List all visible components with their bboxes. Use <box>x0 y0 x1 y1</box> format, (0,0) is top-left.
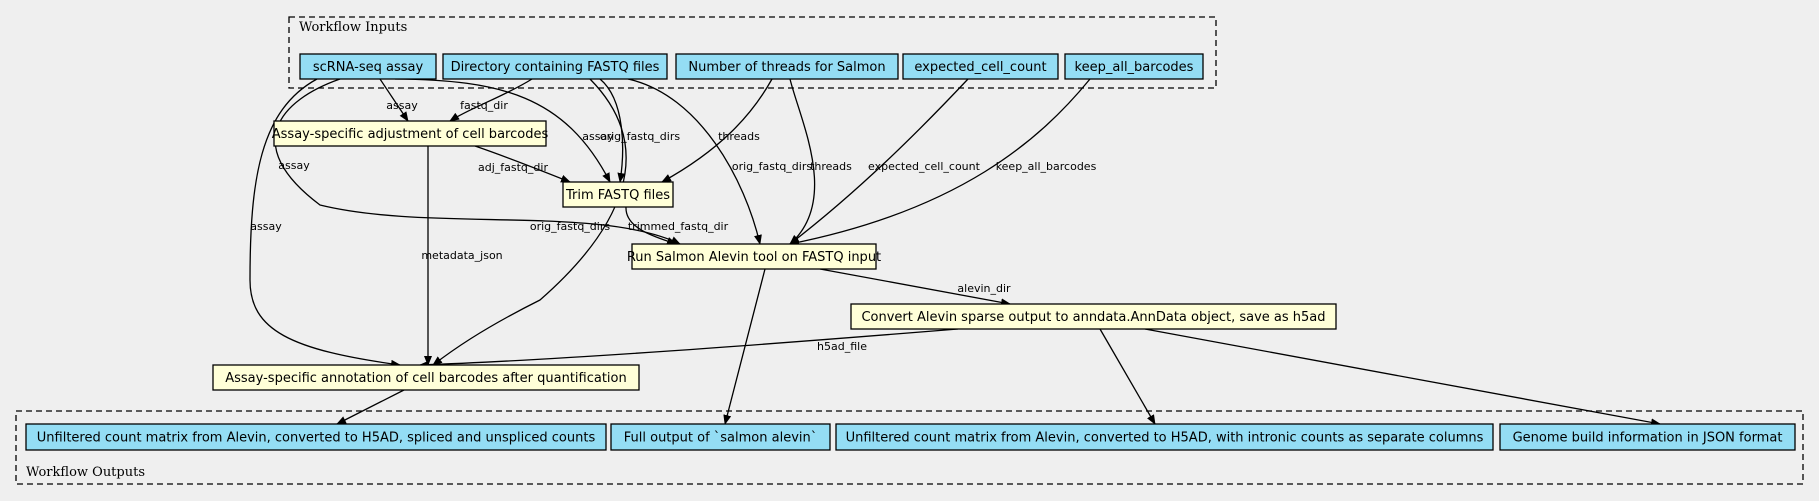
input-node-in-fastq[interactable]: Directory containing FASTQ files <box>442 53 668 80</box>
edge-label: trimmed_fastq_dir <box>628 220 729 233</box>
edge-convert-to-out_genome <box>1144 328 1661 427</box>
edge-adjust-to-trim <box>474 145 571 183</box>
step-node-box <box>273 120 547 147</box>
edge-label: metadata_json <box>421 249 502 262</box>
input-node-box <box>675 53 899 80</box>
edge-in_threads-to-trim <box>661 78 773 183</box>
step-node-box <box>850 303 1337 330</box>
output-node-out-full[interactable]: Full output of `salmon alevin` <box>610 423 831 451</box>
edge-convert-to-annotate <box>419 328 959 369</box>
output-node-box <box>1499 423 1796 451</box>
edges-layer <box>249 78 1661 427</box>
edge-label: assay <box>582 130 614 143</box>
input-node-label: Directory containing FASTQ files <box>451 60 660 75</box>
output-node-label: Unfiltered count matrix from Alevin, con… <box>846 431 1484 446</box>
step-node-label: Assay-specific adjustment of cell barcod… <box>272 127 549 142</box>
input-node-in-threads[interactable]: Number of threads for Salmon <box>675 53 899 80</box>
input-node-box <box>442 53 668 80</box>
edge-label: threads <box>718 130 760 143</box>
input-node-in-keep[interactable]: keep_all_barcodes <box>1064 53 1204 80</box>
edge-in_assay-to-trim <box>394 78 611 183</box>
output-node-out-genome[interactable]: Genome build information in JSON format <box>1499 423 1796 451</box>
edge-in_assay-to-salmon <box>274 78 681 245</box>
edge-label: alevin_dir <box>957 282 1011 295</box>
edge-label: keep_all_barcodes <box>996 160 1097 173</box>
edge-label: assay <box>386 99 418 112</box>
step-node-adjust[interactable]: Assay-specific adjustment of cell barcod… <box>272 120 549 147</box>
output-node-box <box>610 423 831 451</box>
step-node-convert[interactable]: Convert Alevin sparse output to anndata.… <box>850 303 1337 330</box>
inputs-cluster-label: Workflow Inputs <box>299 20 407 35</box>
output-node-box <box>835 423 1494 451</box>
outputs-cluster-label: Workflow Outputs <box>26 465 145 480</box>
step-node-trim[interactable]: Trim FASTQ files <box>562 181 674 208</box>
edge-in_assay-to-adjust <box>379 78 409 122</box>
step-node-box <box>631 243 877 270</box>
edge-label: fastq_dir <box>460 99 508 112</box>
step-node-label: Assay-specific annotation of cell barcod… <box>225 371 627 386</box>
input-node-box <box>299 53 437 80</box>
step-node-label: Run Salmon Alevin tool on FASTQ input <box>627 250 881 265</box>
edge-in_assay-to-annotate <box>249 78 401 368</box>
edge-convert-to-out_intronic <box>1099 328 1156 425</box>
edge-salmon-to-convert <box>819 268 1011 307</box>
edge-label: h5ad_file <box>817 340 867 353</box>
edge-label: expected_cell_count <box>868 160 981 173</box>
edge-in_cells-to-salmon <box>789 78 969 245</box>
inputs-cluster: Workflow Inputs <box>288 16 1217 89</box>
edge-annotate-to-out_spliced <box>336 389 405 425</box>
edge-label: threads <box>810 160 852 173</box>
input-node-in-cells[interactable]: expected_cell_count <box>902 53 1059 80</box>
output-node-box <box>25 423 607 451</box>
edge-in_fastq-to-salmon <box>627 78 762 245</box>
edge-salmon-to-out_full <box>723 268 766 425</box>
edge-label: adj_fastq_dir <box>478 161 548 174</box>
step-node-salmon[interactable]: Run Salmon Alevin tool on FASTQ input <box>627 243 881 270</box>
edge-in_keep-to-salmon <box>789 78 1091 247</box>
output-node-label: Unfiltered count matrix from Alevin, con… <box>37 431 596 446</box>
step-node-label: Convert Alevin sparse output to anndata.… <box>861 310 1325 325</box>
edge-trim-to-salmon <box>625 206 677 245</box>
output-node-label: Full output of `salmon alevin` <box>624 431 818 446</box>
output-node-out-intronic[interactable]: Unfiltered count matrix from Alevin, con… <box>835 423 1494 451</box>
step-node-box <box>562 181 674 208</box>
edge-label: orig_fastq_dirs <box>732 160 812 173</box>
step-node-box <box>212 364 640 391</box>
input-node-label: expected_cell_count <box>914 60 1046 75</box>
outputs-cluster: Workflow Outputs <box>15 410 1804 485</box>
input-node-box <box>1064 53 1204 80</box>
output-node-label: Genome build information in JSON format <box>1513 431 1783 446</box>
edge-in_fastq-to-annotate <box>432 78 627 366</box>
edge-label: assay <box>278 159 310 172</box>
input-node-label: keep_all_barcodes <box>1075 60 1194 75</box>
edge-label: orig_fastq_dirs <box>530 220 610 233</box>
edge-in_threads-to-salmon <box>789 78 816 245</box>
edge-in_fastq-to-adjust <box>449 78 533 122</box>
edge-label: assay <box>250 220 282 233</box>
input-node-label: Number of threads for Salmon <box>688 60 885 75</box>
nodes-layer: scRNA-seq assay Directory containing FAST… <box>25 53 1796 451</box>
input-node-in-assay[interactable]: scRNA-seq assay <box>299 53 437 80</box>
step-node-label: Trim FASTQ files <box>565 188 670 203</box>
input-node-box <box>902 53 1059 80</box>
step-node-annotate[interactable]: Assay-specific annotation of cell barcod… <box>212 364 640 391</box>
edge-label: orig_fastq_dirs <box>600 130 680 143</box>
input-node-label: scRNA-seq assay <box>313 60 424 75</box>
output-node-out-spliced[interactable]: Unfiltered count matrix from Alevin, con… <box>25 423 607 451</box>
